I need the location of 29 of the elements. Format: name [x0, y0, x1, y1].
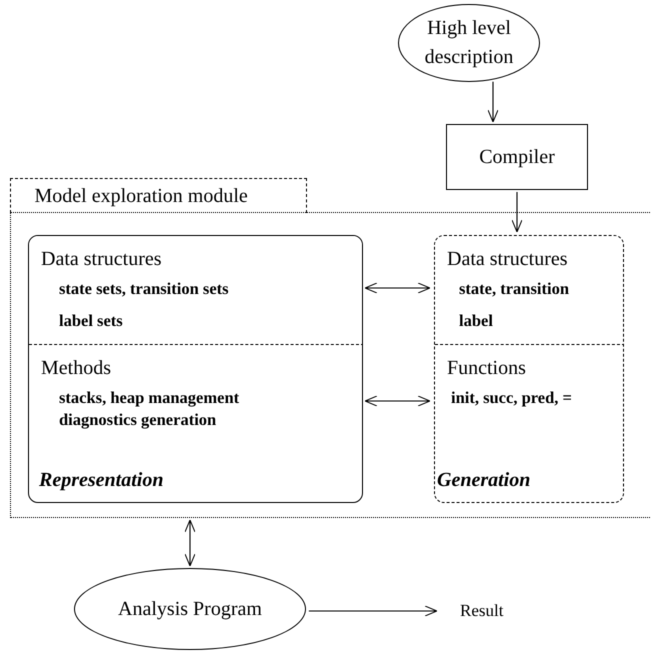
item-text: label — [459, 310, 493, 331]
item-text: state sets, transition sets — [59, 279, 229, 299]
ellipse-node — [398, 4, 540, 82]
representation-box — [28, 235, 363, 503]
item-text: init, succ, pred, = — [451, 388, 572, 408]
node-label: Compiler — [479, 146, 555, 168]
arrow — [488, 82, 498, 122]
module-title-tab: Model exploration module — [10, 178, 306, 213]
ellipse-node — [74, 568, 306, 650]
section-heading: Functions — [447, 357, 526, 380]
section-heading: Data structures — [447, 248, 568, 271]
node-label: Analysis Program — [118, 596, 262, 622]
node-label: High level description — [424, 16, 514, 70]
process-box — [446, 124, 588, 190]
arrow — [184, 520, 196, 566]
generation-box — [434, 235, 624, 503]
item-text: state, transition — [459, 279, 569, 299]
panel-title: Representation — [39, 469, 164, 492]
item-text: diagnostics generation — [59, 410, 216, 430]
section-heading: Methods — [41, 357, 111, 380]
panel-title: Generation — [437, 469, 530, 492]
item-text: label sets — [59, 310, 123, 331]
section-heading: Data structures — [41, 248, 162, 271]
arrow — [512, 192, 522, 232]
arrow — [308, 606, 438, 616]
item-text: stacks, heap management — [59, 388, 240, 408]
result-label: Result — [460, 601, 504, 621]
arrow — [364, 396, 430, 406]
arrow — [364, 282, 430, 294]
